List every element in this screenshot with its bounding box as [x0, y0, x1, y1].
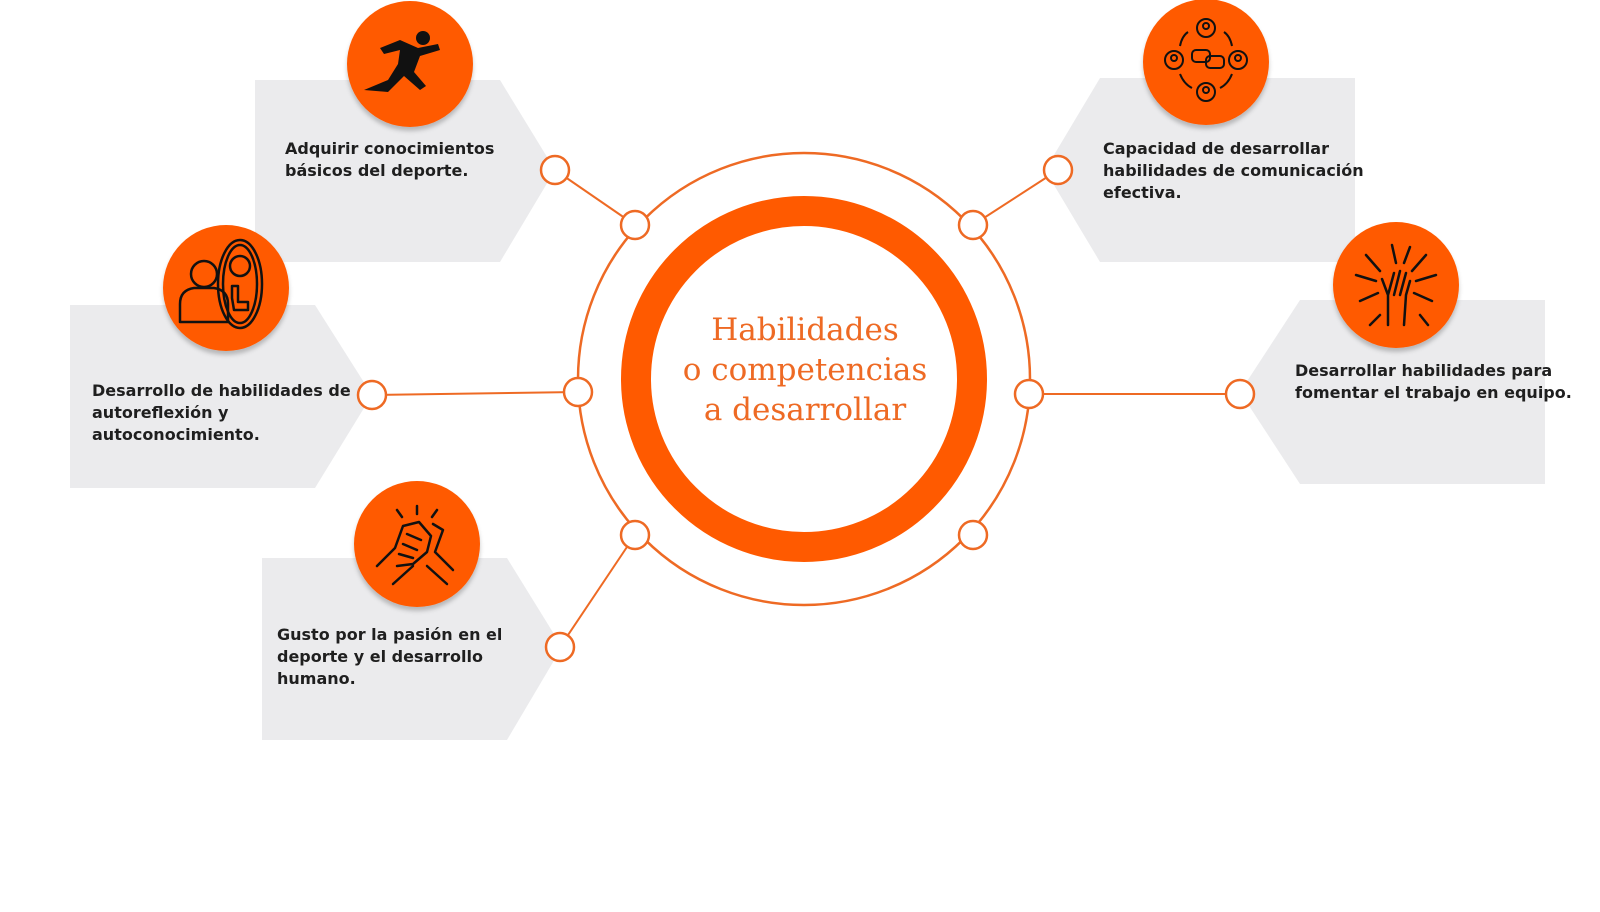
- node-communication-ring: [957, 209, 989, 241]
- node-reflection-ring: [562, 376, 594, 408]
- communication-network-icon: [1143, 0, 1269, 125]
- mirror-reflection-icon: [163, 225, 289, 351]
- card-self-reflection: [70, 305, 372, 488]
- card-sport-knowledge: [255, 80, 555, 262]
- connector-communication: [972, 169, 1059, 226]
- node-sport-ring: [619, 209, 651, 241]
- center-title-line-1: Habilidades: [711, 312, 899, 348]
- node-teamwork-card: [1224, 378, 1256, 410]
- center-title: Habilidades o competencias a desarrollar: [640, 310, 970, 430]
- card-communication: [1045, 78, 1355, 262]
- card-text-teamwork: Desarrollar habilidades para fomentar el…: [1295, 361, 1572, 402]
- card-text-communication: Capacidad de desarrollar habilidades de …: [1103, 139, 1364, 202]
- node-passion-card: [544, 631, 576, 663]
- connector-passion: [559, 534, 636, 648]
- team-hands-icon: [1333, 222, 1459, 348]
- handshake-icon: [354, 481, 480, 607]
- center-title-line-3: a desarrollar: [703, 392, 907, 428]
- connector-self-reflection: [371, 391, 579, 396]
- card-text-self-reflection: Desarrollo de habilidades de autoreflexi…: [92, 381, 351, 444]
- card-text-passion: Gusto por la pasión en el deporte y el d…: [277, 625, 503, 688]
- node-communication-card: [1042, 154, 1074, 186]
- running-person-icon: [347, 1, 473, 127]
- node-sport-card: [539, 154, 571, 186]
- node-reflection-card: [356, 379, 388, 411]
- card-text-sport-knowledge: Adquirir conocimientos básicos del depor…: [285, 139, 495, 180]
- card-passion: [262, 558, 562, 740]
- inner-ring: [621, 196, 987, 562]
- node-bottom-right-ring: [957, 519, 989, 551]
- node-teamwork-ring: [1013, 378, 1045, 410]
- node-passion-ring: [619, 519, 651, 551]
- center-title-line-2: o competencias: [682, 352, 928, 388]
- connector-sport-knowledge: [554, 169, 636, 226]
- card-teamwork: [1240, 300, 1545, 484]
